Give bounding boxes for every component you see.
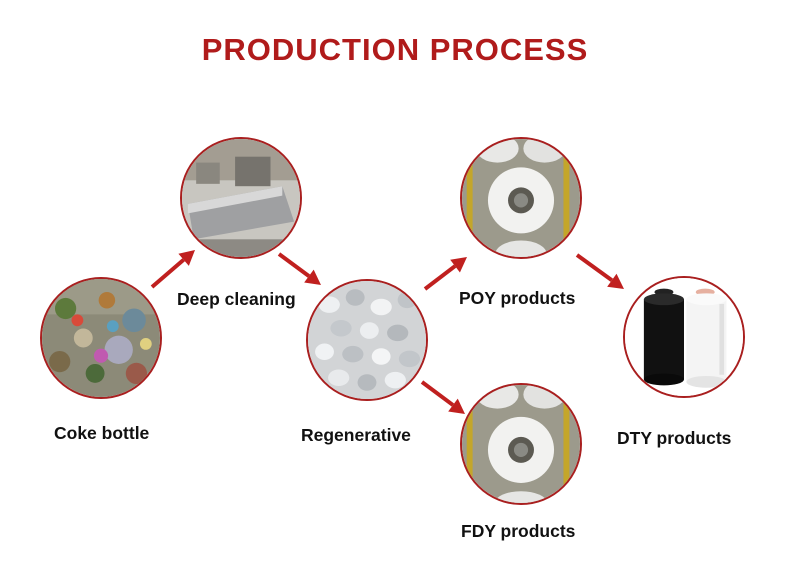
- coke-bottle-label: Coke bottle: [54, 423, 150, 443]
- arrowhead-deep-cleaning-to-regenerative: [304, 269, 321, 285]
- arrow-regenerative-to-poy: [423, 264, 457, 291]
- arrowhead-regenerative-to-fdy: [448, 398, 465, 414]
- poy-photo: [460, 137, 582, 259]
- dty-label: DTY products: [617, 428, 732, 448]
- fdy-label: FDY products: [461, 521, 576, 541]
- regenerative-photo: [306, 279, 428, 401]
- arrowhead-poy-to-dty: [607, 273, 624, 289]
- regenerative-label: Regenerative: [301, 425, 411, 445]
- arrowhead-regenerative-to-poy: [450, 257, 467, 273]
- poy-label: POY products: [459, 288, 576, 308]
- arrow-coke-bottle-to-deep-cleaning: [150, 258, 185, 289]
- coke-bottle-photo: [40, 277, 162, 399]
- arrow-deep-cleaning-to-regenerative: [277, 252, 311, 278]
- fdy-photo: [460, 383, 582, 505]
- arrowhead-coke-bottle-to-deep-cleaning: [178, 250, 195, 266]
- deep-cleaning-photo: [180, 137, 302, 259]
- diagram-title: PRODUCTION PROCESS: [201, 32, 589, 67]
- deep-cleaning-label: Deep cleaning: [177, 289, 296, 309]
- arrow-poy-to-dty: [575, 253, 614, 282]
- dty-photo: [623, 276, 745, 398]
- arrow-regenerative-to-fdy: [420, 380, 455, 407]
